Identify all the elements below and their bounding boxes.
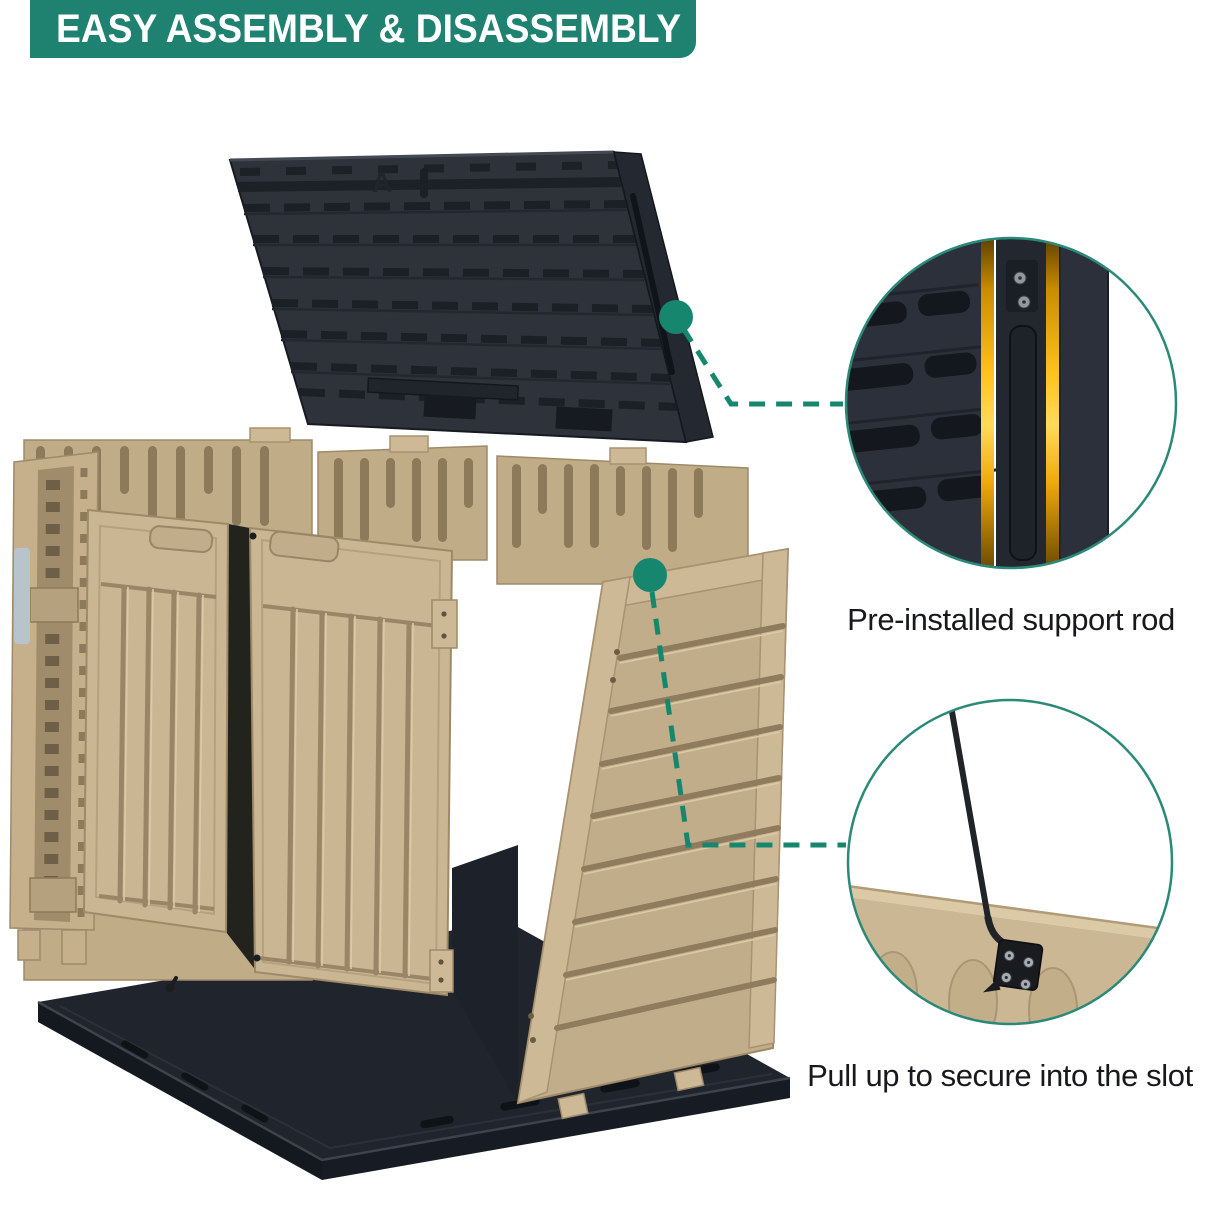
door-hinge	[429, 599, 458, 993]
door-latch-top	[249, 532, 257, 540]
lid-rod-strip	[613, 151, 714, 443]
door-gap-shadow	[226, 524, 257, 972]
header-banner: EASY ASSEMBLY & DISASSEMBLY	[30, 0, 696, 58]
detail-circle-top-ring	[844, 236, 1178, 570]
rod-highlight-left	[981, 239, 994, 567]
rod-highlight-right	[1046, 239, 1059, 567]
lid-panel: A	[228, 150, 714, 444]
lid-marking-letter: A	[371, 166, 392, 198]
door-lock-knob	[165, 976, 178, 993]
back-wall-panel-right	[496, 447, 749, 585]
caption-slot-secure: Pull up to secure into the slot	[807, 1058, 1193, 1093]
callout-connector-top	[659, 300, 843, 407]
lid-pin	[420, 168, 428, 198]
left-door	[82, 508, 230, 934]
right-door	[165, 526, 458, 997]
slot-bracket	[982, 939, 1044, 993]
detail-circle-support-rod	[844, 236, 1178, 570]
back-wall-panel-middle	[317, 435, 488, 561]
slot-rod	[948, 703, 991, 921]
callout-dot-panel	[633, 558, 667, 592]
callout-connector-bottom	[633, 558, 846, 848]
caption-support-rod: Pre-installed support rod	[847, 602, 1175, 637]
left-door-handle-recess	[148, 525, 214, 554]
detail-circle-slot	[846, 698, 1174, 1026]
right-side-panel	[516, 547, 790, 1120]
support-rod	[1009, 325, 1037, 561]
detail-circle-bottom-ring	[846, 698, 1174, 1026]
right-door-handle-recess	[269, 530, 340, 563]
folded-side-panel-left	[9, 451, 99, 965]
banner-title: EASY ASSEMBLY & DISASSEMBLY	[56, 6, 682, 51]
door-latch-bottom	[253, 954, 261, 962]
callout-dot-lid	[659, 300, 693, 334]
interior-shadow	[452, 845, 518, 1103]
